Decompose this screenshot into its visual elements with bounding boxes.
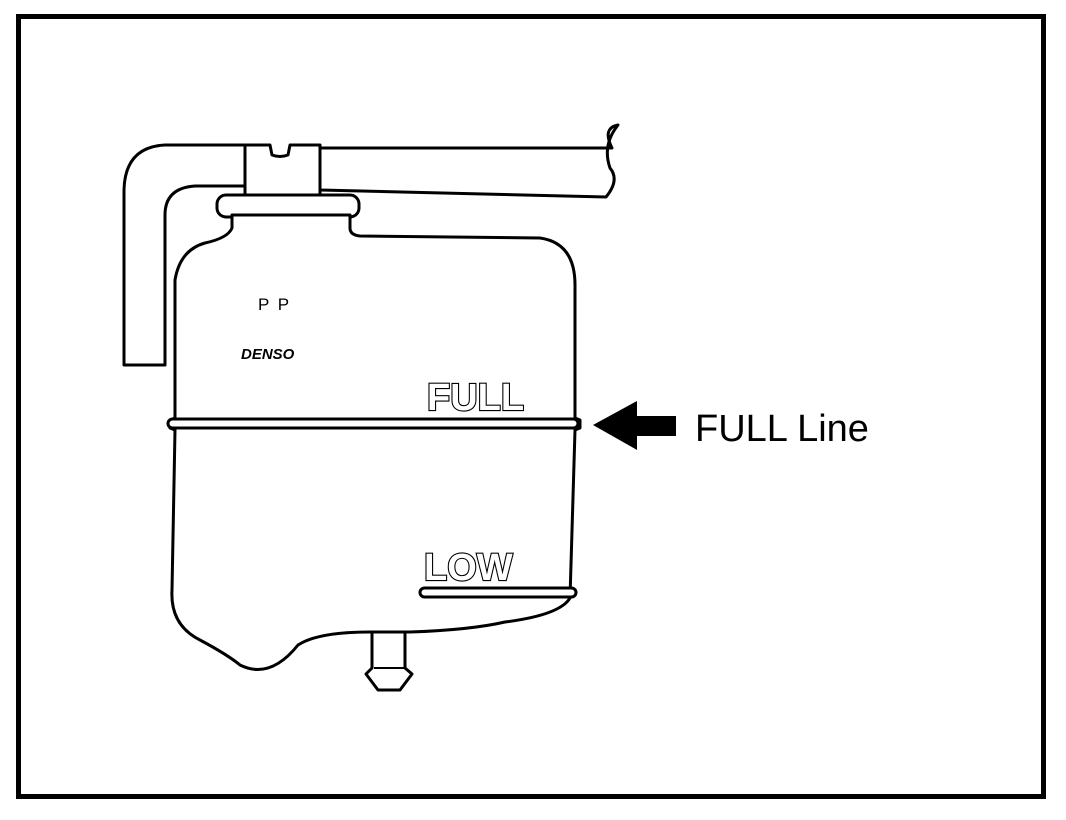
low-level-bar xyxy=(418,586,578,599)
overflow-hose xyxy=(122,143,247,367)
inlet-hose xyxy=(318,123,620,199)
low-mark-label: LOW xyxy=(424,547,513,589)
callout-label: FULL Line xyxy=(695,408,869,450)
filler-neck xyxy=(243,143,322,198)
arrow-icon xyxy=(593,401,676,450)
reservoir-tank xyxy=(168,213,582,671)
tank-marking-brand: DENSO xyxy=(241,346,295,363)
full-mark-label: FULL xyxy=(427,377,524,419)
outlet-nozzle xyxy=(364,630,414,692)
tank-marking-pp: P P xyxy=(258,295,291,314)
full-line-band xyxy=(166,417,580,430)
